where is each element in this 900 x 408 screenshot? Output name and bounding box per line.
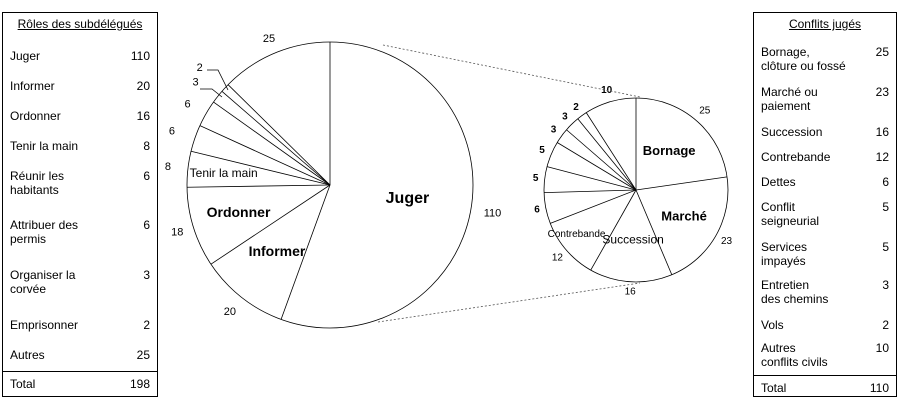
- conflicts-row-value: 25: [875, 45, 889, 59]
- roles-row-label: Autres: [10, 348, 45, 362]
- roles-total-value: 198: [129, 377, 150, 391]
- roles-row-value: 6: [143, 218, 150, 232]
- conflicts-row-value: 16: [875, 125, 889, 139]
- main-pie-slice-edge: [227, 84, 331, 186]
- detail-pie-value-label: 6: [534, 205, 540, 216]
- conflicts-row-label: Vols: [761, 318, 784, 332]
- zoom-connector-bottom: [377, 282, 641, 323]
- roles-row-value: 8: [143, 139, 150, 153]
- detail-pie-slice-edge: [557, 142, 637, 191]
- main-pie-slice-edge: [210, 184, 331, 265]
- roles-row-value: 6: [143, 169, 150, 183]
- roles-row-label: Tenir la main: [10, 139, 79, 153]
- detail-pie-value-label: 3: [551, 125, 557, 136]
- leader-line: [200, 88, 223, 98]
- main-pie-slice-edge: [190, 150, 331, 186]
- detail-pie-slice-edge: [544, 189, 637, 194]
- main-pie-slice-label: Juger: [386, 190, 430, 207]
- detail-pie-value-label: 2: [573, 102, 579, 113]
- main-pie-value-label: 110: [484, 208, 502, 220]
- main-pie-value-label: 2: [197, 62, 203, 74]
- detail-pie-slice-label: Contrebande: [548, 229, 606, 240]
- conflicts-row-label: Contrebande: [761, 150, 831, 164]
- main-pie-slice-edge: [280, 184, 331, 320]
- conflicts-row-value: 23: [875, 85, 889, 99]
- main-pie-slice-label: Informer: [249, 243, 306, 259]
- main-pie-value-label: 18: [171, 226, 183, 238]
- detail-pie-slice-label: Marché: [661, 209, 707, 224]
- roles-row-value: 25: [136, 348, 150, 362]
- roles-row-label: Informer: [10, 79, 55, 93]
- detail-pie-slice-label: Bornage: [643, 143, 696, 158]
- roles-table-title: Rôles des subdélégués: [17, 17, 143, 31]
- roles-row-label: Juger: [10, 49, 41, 63]
- roles-row-value: 3: [143, 268, 150, 282]
- detail-pie-value-label: 23: [721, 236, 733, 247]
- roles-row-label: Emprisonner: [10, 318, 79, 332]
- conflicts-row-label: Bornage,clôture ou fossé: [761, 45, 846, 73]
- conflicts-row-label: Dettes: [761, 175, 796, 189]
- conflicts-row-value: 6: [882, 175, 889, 189]
- main-pie-slice-edge: [199, 125, 331, 186]
- conflicts-table: Conflits jugés Bornage,clôture ou fossé 2…: [753, 12, 897, 397]
- detail-pie-value-label: 16: [625, 286, 637, 297]
- detail-pie-value-label: 12: [552, 253, 564, 264]
- roles-row-label: Ordonner: [10, 109, 61, 123]
- detail-pie-slice-edge: [577, 118, 637, 191]
- main-pie-slice-label: Tenir la main: [190, 166, 258, 180]
- detail-pie-value-label: 3: [562, 111, 568, 122]
- detail-pie-value-label: 5: [539, 145, 545, 156]
- main-pie-slice-edge: [213, 101, 331, 186]
- conflicts-total-label: Total: [761, 381, 787, 395]
- main-pie-value-label: 20: [224, 306, 236, 318]
- detail-pie-slice-edge: [546, 166, 637, 191]
- conflicts-row-value: 5: [882, 200, 889, 214]
- main-pie-value-label: 8: [165, 161, 171, 173]
- leader-line: [207, 69, 229, 91]
- roles-total-label: Total: [10, 377, 36, 391]
- conflicts-row-value: 3: [882, 278, 889, 292]
- roles-row-value: 20: [136, 79, 150, 93]
- detail-pie-slice-edge: [590, 189, 637, 271]
- main-pie-value-label: 25: [263, 33, 275, 45]
- detail-pie-slice-edge: [635, 176, 728, 191]
- main-pie-slice-edge: [187, 184, 331, 188]
- conflicts-row-value: 5: [882, 240, 889, 254]
- roles-total-divider: [3, 371, 157, 372]
- conflicts-row-value: 2: [882, 318, 889, 332]
- detail-pie-slice-edge: [585, 112, 637, 191]
- main-pie-slice-label: Ordonner: [207, 204, 271, 220]
- conflicts-total-divider: [754, 375, 896, 376]
- conflicts-row-value: 10: [875, 341, 889, 355]
- detail-pie-slice-edge: [635, 189, 673, 275]
- roles-row-value: 110: [130, 49, 150, 63]
- detail-pie-slice-label: Succession: [602, 233, 663, 247]
- conflicts-row-label: Succession: [761, 125, 823, 139]
- main-pie-value-label: 3: [192, 76, 198, 88]
- detail-pie-value-label: 5: [533, 173, 539, 184]
- conflicts-row-value: 12: [875, 150, 889, 164]
- detail-pie-slice-edge: [550, 189, 637, 224]
- roles-row-value: 16: [136, 109, 150, 123]
- conflicts-table-title: Conflits jugés: [788, 17, 862, 31]
- roles-row-value: 2: [143, 318, 150, 332]
- conflicts-total-value: 110: [869, 381, 889, 395]
- detail-pie-slice-edge: [566, 129, 637, 191]
- main-pie-value-label: 6: [185, 98, 191, 110]
- main-pie-value-label: 6: [169, 126, 175, 138]
- main-pie-slice-edge: [221, 91, 331, 186]
- detail-pie-value-label: 25: [699, 105, 711, 116]
